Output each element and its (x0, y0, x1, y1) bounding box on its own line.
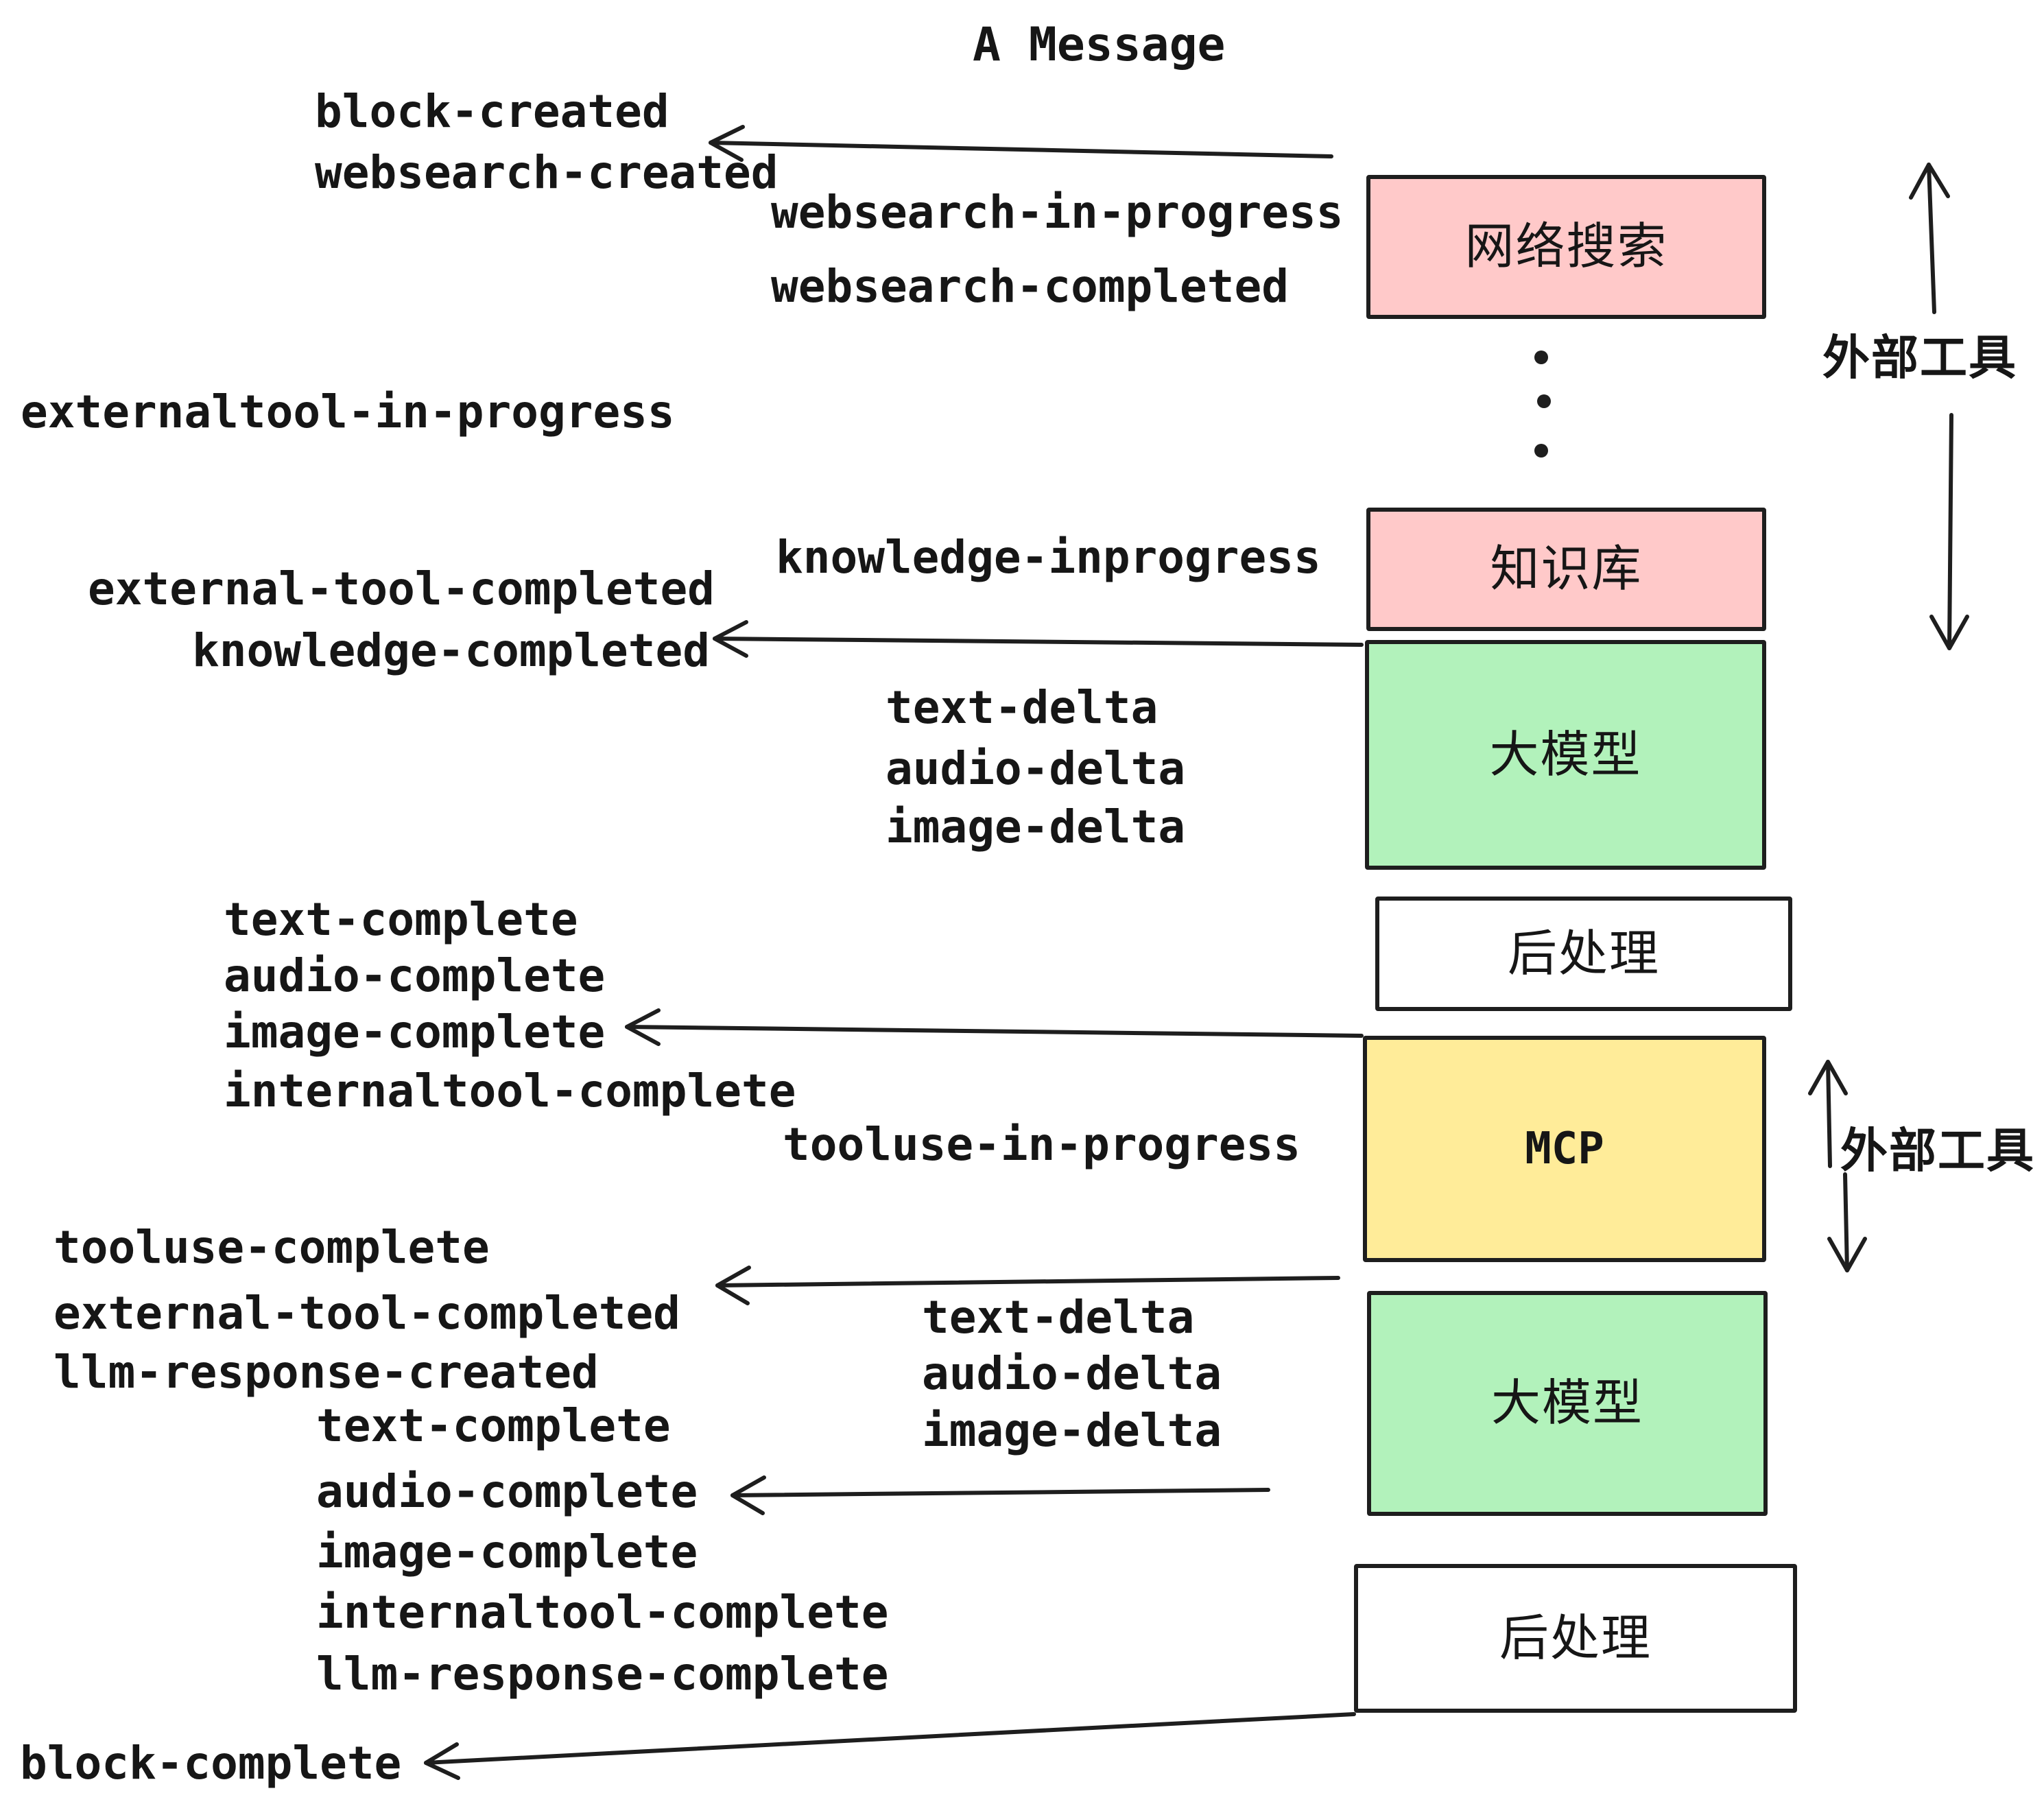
arrow-to-external-tool-completed (715, 1266, 1340, 1305)
event-text-complete-1: text-complete (224, 893, 578, 946)
ellipsis-dots (1534, 351, 1551, 458)
node-llm-2-label: 大模型 (1490, 1376, 1643, 1431)
event-websearch-in-progress: websearch-in-progress (771, 186, 1344, 239)
event-llm-response-created: llm-response-created (54, 1346, 599, 1399)
external-tools-bottom-label: 外部工具 (1840, 1124, 2035, 1177)
event-external-tool-completed-2: external-tool-completed (54, 1287, 680, 1340)
node-mcp-label: MCP (1525, 1124, 1604, 1174)
external-tools-top-label: 外部工具 (1822, 331, 2017, 384)
event-text-delta-1: text-delta (886, 681, 1158, 734)
external-tools-bottom-down-arrow (1827, 1172, 1867, 1272)
external-tools-top-down-arrow (1929, 413, 1969, 650)
node-mcp: MCP (1363, 1036, 1766, 1262)
event-internaltool-complete-2: internaltool-complete (316, 1586, 889, 1639)
event-block-created: block-created (315, 85, 669, 138)
node-llm-1: 大模型 (1365, 640, 1766, 870)
event-audio-complete-1: audio-complete (224, 949, 606, 1002)
arrow-to-knowledge-completed (713, 620, 1364, 658)
event-audio-complete-2: audio-complete (316, 1465, 698, 1518)
node-knowledge-label: 知识库 (1490, 542, 1643, 597)
node-knowledge: 知识库 (1366, 508, 1766, 631)
event-llm-response-complete: llm-response-complete (316, 1648, 889, 1700)
event-image-delta-2: image-delta (922, 1404, 1222, 1457)
external-tools-bottom-up-arrow (1808, 1060, 1848, 1168)
event-knowledge-inprogress: knowledge-inprogress (776, 531, 1321, 584)
event-text-delta-2: text-delta (922, 1291, 1195, 1344)
event-audio-delta-2: audio-delta (922, 1347, 1222, 1400)
node-websearch-label: 网络搜索 (1464, 219, 1668, 274)
arrow-to-image-complete (625, 1008, 1364, 1046)
node-post-1: 后处理 (1375, 897, 1792, 1011)
event-audio-delta-1: audio-delta (886, 742, 1186, 795)
node-llm-1-label: 大模型 (1489, 727, 1642, 783)
arrow-to-websearch-created (709, 125, 1333, 162)
arrow-to-audio-complete (730, 1475, 1270, 1515)
event-image-delta-1: image-delta (886, 800, 1186, 853)
event-websearch-created: websearch-created (315, 146, 779, 199)
node-post-1-label: 后处理 (1507, 926, 1660, 982)
event-image-complete-1: image-complete (224, 1006, 606, 1058)
event-knowledge-completed: knowledge-completed (192, 624, 710, 677)
node-llm-2: 大模型 (1367, 1291, 1768, 1516)
node-post-2-label: 后处理 (1499, 1611, 1652, 1666)
node-post-2: 后处理 (1354, 1564, 1797, 1713)
node-websearch: 网络搜索 (1366, 175, 1766, 319)
event-text-complete-2: text-complete (316, 1399, 671, 1452)
event-externaltool-in-progress: externaltool-in-progress (21, 385, 675, 438)
event-tooluse-complete: tooluse-complete (54, 1221, 490, 1274)
event-block-complete: block-complete (20, 1737, 402, 1790)
event-image-complete-2: image-complete (316, 1526, 698, 1578)
page-title: A Message (973, 18, 1226, 72)
arrow-to-block-complete (424, 1712, 1356, 1780)
event-external-tool-completed-1: external-tool-completed (88, 562, 715, 615)
external-tools-top-up-arrow (1909, 163, 1950, 314)
event-websearch-completed: websearch-completed (771, 260, 1289, 313)
event-tooluse-in-progress: tooluse-in-progress (783, 1118, 1300, 1171)
event-internaltool-complete-1: internaltool-complete (224, 1065, 796, 1117)
